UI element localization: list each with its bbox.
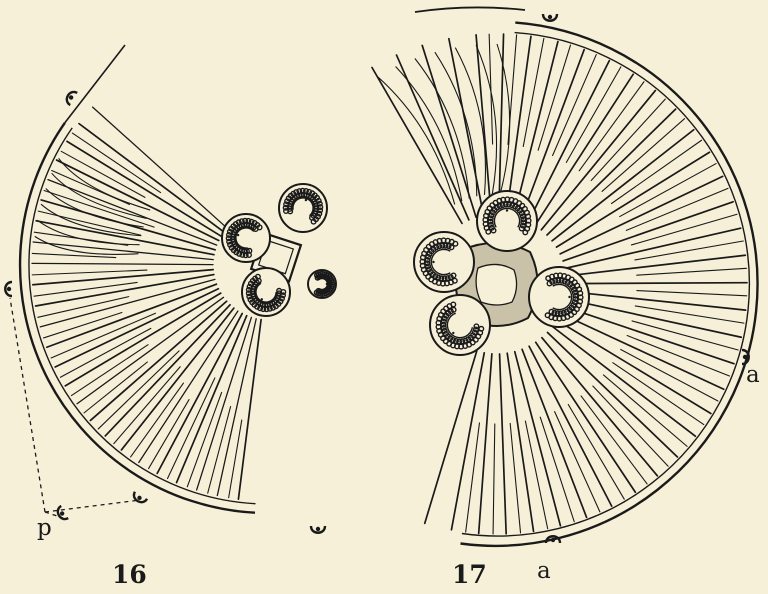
figure-17-septum [556,152,709,247]
figure-17-septum [557,320,711,413]
figure-16-vein [52,173,147,218]
figure-16-septum-branch [149,400,189,469]
figure-16-septum [93,107,228,228]
figure-16-pore [311,526,325,533]
figure-17-septum [499,34,504,214]
figure-17-septum [529,346,612,506]
figure-16-septum-branch [168,378,215,479]
figure-17-septum [563,202,733,261]
figure-16-septum-branch [44,191,154,228]
figure-16-pore [64,90,77,105]
figure-16-label-p: p [37,515,52,541]
figure-17-vein [455,48,485,195]
figure-17-septum-branch [566,67,621,163]
figure-16-pore [5,282,12,296]
figure-17-septum [372,67,462,223]
figure-17-chamber [414,232,474,292]
figure-16-pore [132,492,147,505]
figure-17-column-inner [476,264,516,305]
figure-16-number: 16 [112,560,147,589]
figure-17-septum-branch [613,363,704,425]
figure-17-septum [514,42,558,217]
figure-17-septum-branch [627,336,729,376]
figure-16-septum [79,124,224,232]
figure-16-septum-branch [72,133,160,192]
figure-17-septum-branch [555,412,600,512]
figure-17-label-a-bottom: a [537,558,551,584]
figure-16-pore [55,506,68,521]
figure-17-chamber [477,191,537,251]
figure-17-pore [543,14,557,21]
figure-16-septum [177,316,247,483]
figure-17-vein [415,58,469,198]
figure-17-drawing [372,7,758,545]
figure-17-septum [515,352,561,526]
figure-17-septum [500,354,507,534]
figure-17-septum [567,255,746,276]
figure-17-chamber [430,295,490,355]
figure-17-top-edge [415,7,525,12]
figure-16-septum [67,141,221,236]
figure-17-septum [536,342,636,492]
figure-16-outer-rim [20,123,255,513]
figure-17-septum [522,349,587,517]
figure-17-septum [521,50,584,219]
figure-17-septum-branch [620,164,716,217]
figure-16-septum [33,270,213,285]
figure-17-pore [546,536,560,543]
figure-17-septum-branch [510,423,520,533]
figure-16-septum-branch [32,270,147,275]
figure-16-septum [36,275,214,306]
figure-17-number: 17 [452,560,487,589]
figure-16-chamber [308,270,336,298]
figure-17-septum [479,354,492,534]
figure-16-septum [47,284,217,347]
figure-16-septum [32,263,213,264]
figure-16-chamber [279,184,327,232]
figure-16-chamber [242,268,290,316]
figure-17-vein [497,44,510,194]
figure-17-septum-branch [523,38,544,146]
figure-17-septum-branch [493,424,495,534]
figure-17-septum-branch [612,140,702,203]
figure-17-septum-branch [568,405,624,500]
figure-16-septum-branch [34,282,137,296]
figure-17-chamber [529,267,589,327]
figure-17-septum [567,283,747,284]
figure-16-drawing [5,45,336,533]
figure-17-septum-branch [621,350,718,401]
figure-16-chamber [222,214,270,262]
figure-17-septum-branch [637,268,747,275]
figure-17-septum [565,228,740,268]
figure-16-cut-edge [65,45,125,123]
figure-17-septum-branch [637,291,747,296]
figure-17-label-a-right: a [746,362,760,388]
figure-16-septum-branch [98,351,179,429]
